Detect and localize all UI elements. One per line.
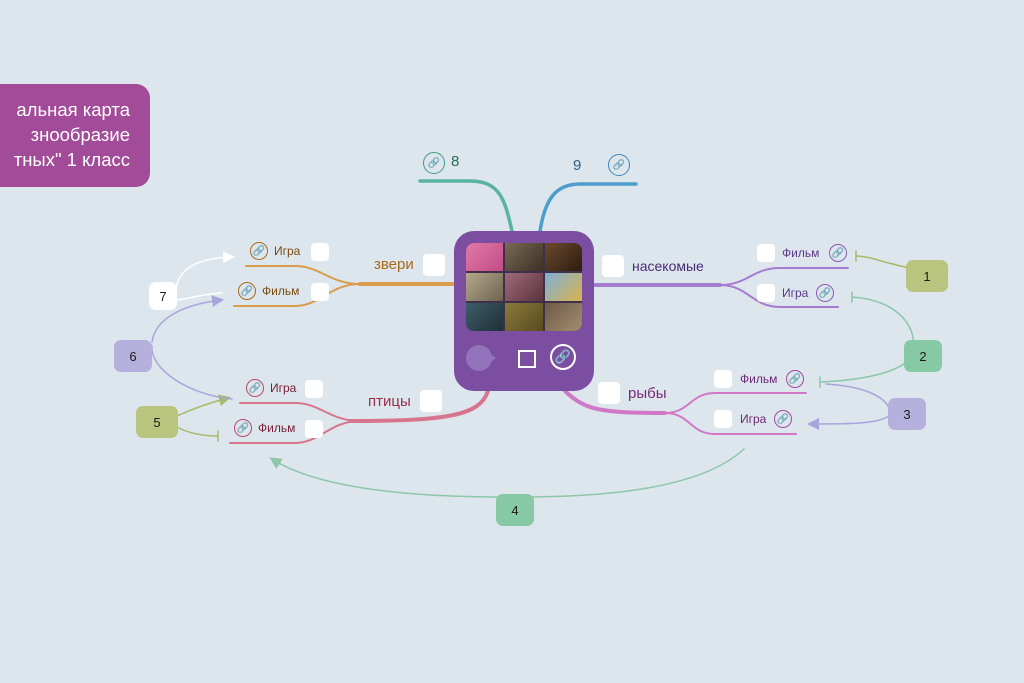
- branch-pticy-label[interactable]: птицы: [368, 393, 411, 410]
- link-icon[interactable]: 🔗: [246, 379, 264, 397]
- nasekomye-item-2-checkbox[interactable]: [757, 284, 775, 302]
- map-title-card[interactable]: альная карта знообразие тных" 1 класс: [0, 84, 150, 187]
- pticy-item-2-label[interactable]: Фильм: [258, 421, 295, 435]
- map-title-line-3: тных" 1 класс: [14, 147, 130, 172]
- branch-nasekomye-label[interactable]: насекомые: [632, 258, 704, 274]
- link-icon[interactable]: 🔗: [423, 152, 445, 174]
- zveri-item-2-label[interactable]: Фильм: [262, 284, 299, 298]
- animal-photo-collage: [466, 243, 582, 331]
- nasekomye-item-2-label[interactable]: Игра: [782, 286, 808, 300]
- branch-ryby-checkbox[interactable]: [598, 382, 620, 404]
- link-icon[interactable]: 🔗: [774, 410, 792, 428]
- ryby-item-1-label[interactable]: Фильм: [740, 372, 777, 386]
- relationship-tag-1[interactable]: 1: [906, 260, 948, 292]
- branch-zveri-checkbox[interactable]: [423, 254, 445, 276]
- nasekomye-item-1-label[interactable]: Фильм: [782, 246, 819, 260]
- relationship-tag-3[interactable]: 3: [888, 398, 926, 430]
- zveri-item-1-label[interactable]: Игра: [274, 244, 300, 258]
- relationship-tag-2[interactable]: 2: [904, 340, 942, 372]
- relationship-tag-4[interactable]: 4: [496, 494, 534, 526]
- pticy-item-2-checkbox[interactable]: [305, 420, 323, 438]
- relationship-tag-5[interactable]: 5: [136, 406, 178, 438]
- pticy-item-1-label[interactable]: Игра: [270, 381, 296, 395]
- branch-9-label[interactable]: 9: [573, 157, 581, 174]
- ryby-item-2-checkbox[interactable]: [714, 410, 732, 428]
- link-icon[interactable]: 🔗: [816, 284, 834, 302]
- square-icon[interactable]: [518, 350, 536, 368]
- branch-8-label[interactable]: 8: [451, 153, 459, 170]
- pticy-item-1-checkbox[interactable]: [305, 380, 323, 398]
- link-icon[interactable]: 🔗: [829, 244, 847, 262]
- link-icon[interactable]: 🔗: [238, 282, 256, 300]
- map-title-line-1: альная карта: [16, 97, 130, 122]
- ryby-item-2-label[interactable]: Игра: [740, 412, 766, 426]
- relationship-tag-6[interactable]: 6: [114, 340, 152, 372]
- link-icon[interactable]: 🔗: [234, 419, 252, 437]
- branch-zveri-label[interactable]: звери: [374, 256, 414, 273]
- link-icon[interactable]: 🔗: [250, 242, 268, 260]
- branch-ryby-label[interactable]: рыбы: [628, 385, 667, 402]
- branch-nasekomye-checkbox[interactable]: [602, 255, 624, 277]
- zveri-item-2-checkbox[interactable]: [311, 283, 329, 301]
- nasekomye-item-1-checkbox[interactable]: [757, 244, 775, 262]
- play-icon-pointer: [488, 352, 496, 364]
- link-icon[interactable]: 🔗: [608, 154, 630, 176]
- map-title-line-2: знообразие: [31, 122, 130, 147]
- central-node[interactable]: 🔗: [454, 231, 594, 391]
- zveri-item-1-checkbox[interactable]: [311, 243, 329, 261]
- link-icon[interactable]: 🔗: [550, 344, 576, 370]
- link-icon[interactable]: 🔗: [786, 370, 804, 388]
- branch-pticy-checkbox[interactable]: [420, 390, 442, 412]
- ryby-item-1-checkbox[interactable]: [714, 370, 732, 388]
- relationship-tag-7[interactable]: 7: [149, 282, 177, 310]
